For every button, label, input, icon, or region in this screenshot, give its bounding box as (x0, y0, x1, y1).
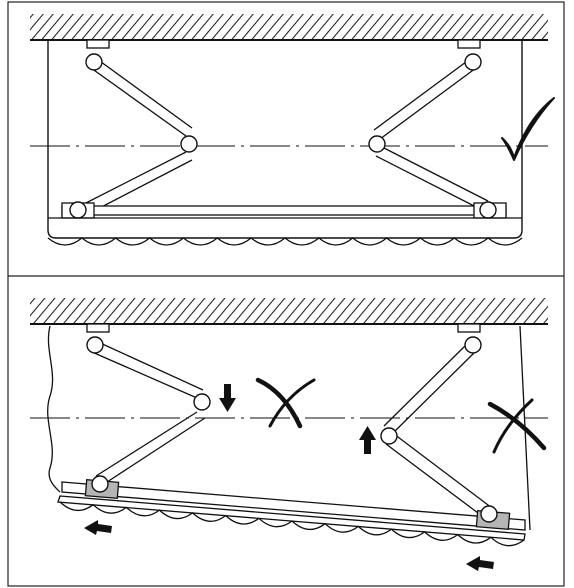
joint-shoulder-left (86, 336, 104, 354)
arrow-left-icon (84, 520, 112, 535)
cross-mark-icon (487, 398, 547, 454)
arm-left (91, 341, 206, 485)
joint-shoulder-right (464, 336, 482, 354)
joint-shoulder-left (85, 53, 103, 71)
joint-elbow-left (193, 393, 211, 411)
joint-shoulder-right (464, 53, 482, 71)
arrow-up-icon (359, 426, 376, 454)
side-line-left-wavy (47, 325, 61, 493)
arm-left (81, 58, 193, 215)
ceiling-bracket-left (86, 323, 110, 333)
arm-right (383, 341, 493, 517)
ceiling-hatch (30, 298, 548, 324)
valance-scallops (47, 237, 523, 246)
joint-wrist-right (480, 505, 498, 523)
arrow-down-icon (219, 384, 236, 412)
figure-frame (7, 1, 565, 587)
arrow-left-icon (466, 556, 494, 571)
panel-incorrect (30, 298, 548, 571)
ceiling-bracket-right (457, 323, 481, 333)
front-profile-tilted (57, 475, 526, 541)
ceiling-bracket-right (457, 39, 481, 49)
cross-mark-icon (255, 377, 316, 429)
panel-correct (30, 14, 555, 246)
joint-elbow-left (180, 135, 198, 153)
ceiling-hatch (30, 14, 548, 40)
valance-scallops (59, 501, 525, 547)
arm-right (373, 58, 489, 211)
joint-elbow-right (368, 135, 386, 153)
joint-wrist-left (69, 201, 87, 219)
front-profile (47, 201, 523, 239)
joint-elbow-right (380, 427, 398, 445)
joint-wrist-left (91, 475, 109, 493)
ceiling-bracket-left (86, 39, 110, 49)
joint-wrist-right (479, 201, 497, 219)
check-mark-icon (501, 97, 555, 161)
